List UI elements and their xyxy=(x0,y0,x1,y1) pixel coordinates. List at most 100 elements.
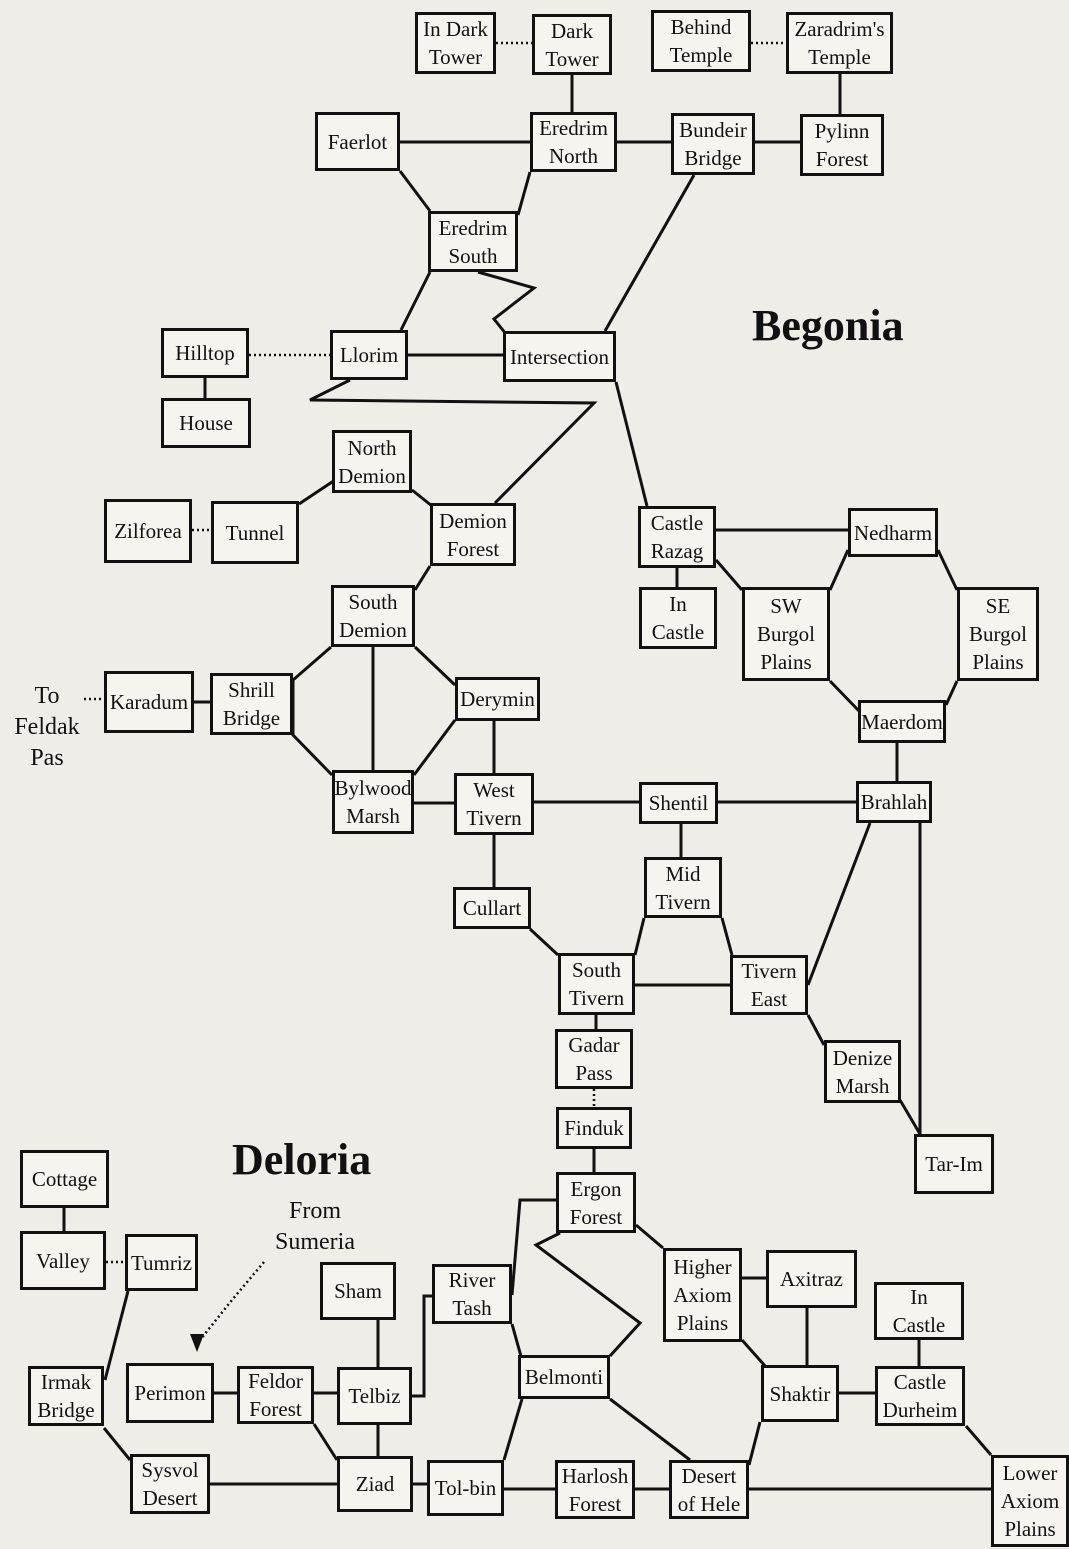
location-sham[interactable]: Sham xyxy=(320,1262,396,1320)
location-demion-forest[interactable]: Demion Forest xyxy=(430,503,516,566)
location-sysvol-desert[interactable]: Sysvol Desert xyxy=(130,1454,210,1514)
location-faerlot[interactable]: Faerlot xyxy=(315,112,400,171)
location-gadar-pass[interactable]: Gadar Pass xyxy=(555,1029,633,1089)
location-north-demion[interactable]: North Demion xyxy=(332,430,412,493)
connection-bylwood-derymin xyxy=(412,719,457,776)
location-bundeir-bridge[interactable]: Bundeir Bridge xyxy=(671,113,755,175)
connection-south-demion-derymin xyxy=(413,645,457,687)
location-tunnel[interactable]: Tunnel xyxy=(211,501,299,564)
location-castle-razag[interactable]: Castle Razag xyxy=(638,506,716,568)
location-higher-axiom-plains[interactable]: Higher Axiom Plains xyxy=(663,1248,742,1342)
location-zaradrims-temple[interactable]: Zaradrim's Temple xyxy=(786,12,893,74)
location-intersection[interactable]: Intersection xyxy=(503,331,616,382)
connection-feldor-ziad xyxy=(312,1423,339,1461)
location-maerdom[interactable]: Maerdom xyxy=(858,700,946,743)
connection-mid-tivern-tivern-east xyxy=(720,917,734,956)
connection-castle-razag-sw-burgol xyxy=(714,559,744,591)
location-dark-tower[interactable]: Dark Tower xyxy=(532,14,612,75)
location-se-burgol-plains[interactable]: SE Burgol Plains xyxy=(957,587,1039,681)
location-west-tivern[interactable]: West Tivern xyxy=(454,773,534,835)
location-tar-im[interactable]: Tar-Im xyxy=(914,1134,994,1194)
arrowhead-icon xyxy=(190,1334,204,1352)
connection-ergon-higher-axiom xyxy=(635,1223,664,1250)
location-feldor-forest[interactable]: Feldor Forest xyxy=(237,1366,314,1424)
location-river-tash[interactable]: River Tash xyxy=(432,1264,512,1324)
to-feldak-pass-label: To Feldak Pas xyxy=(14,683,80,771)
connection-brahlah-tivern-east xyxy=(806,822,872,986)
connection-tumriz-irmak xyxy=(103,1290,130,1381)
location-llorim[interactable]: Llorim xyxy=(330,330,408,380)
location-bylwood-marsh[interactable]: Bylwood Marsh xyxy=(332,770,414,834)
arrow-from-sumeria xyxy=(199,1261,265,1341)
connection-telbiz-river-tash xyxy=(412,1294,432,1398)
location-harlosh-forest[interactable]: Harlosh Forest xyxy=(555,1460,635,1519)
location-pylinn-forest[interactable]: Pylinn Forest xyxy=(800,114,884,176)
connection-north-demion-tunnel xyxy=(298,478,336,506)
connection-llorim-demion-forest xyxy=(309,378,598,505)
connection-intersection-castle-razag xyxy=(614,381,649,507)
connection-north-demion-demion-forest xyxy=(411,488,433,508)
location-hilltop[interactable]: Hilltop xyxy=(161,328,249,378)
location-castle-durheim[interactable]: Castle Durheim xyxy=(875,1366,965,1426)
connection-tol-bin-belmonti xyxy=(502,1398,524,1461)
location-tivern-east[interactable]: Tivern East xyxy=(730,955,808,1015)
connection-river-tash-belmonti xyxy=(510,1323,524,1361)
connection-shaktir-desert-hele xyxy=(747,1421,762,1466)
connection-demion-forest-south-demion xyxy=(413,565,432,591)
connection-eredrim-north-eredrim-south xyxy=(516,171,532,216)
location-perimon[interactable]: Perimon xyxy=(126,1363,214,1423)
location-tumriz[interactable]: Tumriz xyxy=(125,1234,198,1291)
connection-se-burgol-maerdom xyxy=(944,680,959,706)
location-valley[interactable]: Valley xyxy=(20,1231,106,1290)
region-label-begonia: Begonia xyxy=(752,301,904,350)
connection-denize-tar-im xyxy=(898,1099,922,1135)
location-eredrim-south[interactable]: Eredrim South xyxy=(428,211,518,272)
location-desert-of-hele[interactable]: Desert of Hele xyxy=(669,1460,749,1519)
connection-nedharm-se-burgol xyxy=(936,549,959,591)
location-behind-temple[interactable]: Behind Temple xyxy=(651,10,751,72)
connection-irmak-sysvol xyxy=(102,1427,132,1461)
location-irmak-bridge[interactable]: Irmak Bridge xyxy=(28,1366,104,1426)
location-cottage[interactable]: Cottage xyxy=(20,1150,109,1208)
location-in-castle-razag[interactable]: In Castle xyxy=(639,587,717,649)
location-in-castle-durheim[interactable]: In Castle xyxy=(874,1282,964,1340)
location-ergon-forest[interactable]: Ergon Forest xyxy=(556,1172,636,1233)
connection-castle-durheim-lower-axiom xyxy=(964,1425,993,1456)
connection-south-demion-shrill-bylwood xyxy=(291,645,334,777)
connection-higher-axiom-shaktir xyxy=(740,1339,768,1368)
location-zilforea[interactable]: Zilforea xyxy=(104,499,192,563)
connection-eredrim-south-intersection-zigzag xyxy=(477,270,538,335)
connection-belmonti-desert-hele xyxy=(609,1397,691,1462)
location-shentil[interactable]: Shentil xyxy=(639,782,718,824)
location-nedharm[interactable]: Nedharm xyxy=(848,508,938,557)
connection-faerlot-eredrim-south xyxy=(398,170,432,212)
connection-mid-tivern-south-tivern xyxy=(633,917,646,956)
location-brahlah[interactable]: Brahlah xyxy=(856,781,932,823)
location-sw-burgol-plains[interactable]: SW Burgol Plains xyxy=(742,587,830,681)
location-karadum[interactable]: Karadum xyxy=(104,671,194,733)
location-shrill-bridge[interactable]: Shrill Bridge xyxy=(210,673,293,735)
location-south-demion[interactable]: South Demion xyxy=(331,585,415,647)
location-axitraz[interactable]: Axitraz xyxy=(766,1250,857,1308)
location-lower-axiom-plains[interactable]: Lower Axiom Plains xyxy=(991,1455,1069,1547)
connection-bundeir-intersection xyxy=(603,174,696,332)
location-tol-bin[interactable]: Tol-bin xyxy=(427,1460,504,1516)
location-telbiz[interactable]: Telbiz xyxy=(337,1367,412,1425)
connection-tivern-east-denize xyxy=(806,1014,826,1046)
location-south-tivern[interactable]: South Tivern xyxy=(558,953,635,1015)
location-mid-tivern[interactable]: Mid Tivern xyxy=(644,857,722,918)
location-eredrim-north[interactable]: Eredrim North xyxy=(530,112,617,172)
location-in-dark-tower[interactable]: In Dark Tower xyxy=(415,12,496,74)
location-ziad[interactable]: Ziad xyxy=(337,1456,413,1512)
location-belmonti[interactable]: Belmonti xyxy=(518,1355,610,1399)
location-shaktir[interactable]: Shaktir xyxy=(761,1365,839,1422)
location-cullart[interactable]: Cullart xyxy=(453,887,531,929)
connection-sw-burgol-maerdom xyxy=(828,679,862,714)
location-house[interactable]: House xyxy=(161,398,251,448)
location-denize-marsh[interactable]: Denize Marsh xyxy=(824,1040,901,1103)
region-label-deloria: Deloria xyxy=(232,1135,372,1184)
location-finduk[interactable]: Finduk xyxy=(556,1107,632,1149)
location-derymin[interactable]: Derymin xyxy=(455,677,540,721)
